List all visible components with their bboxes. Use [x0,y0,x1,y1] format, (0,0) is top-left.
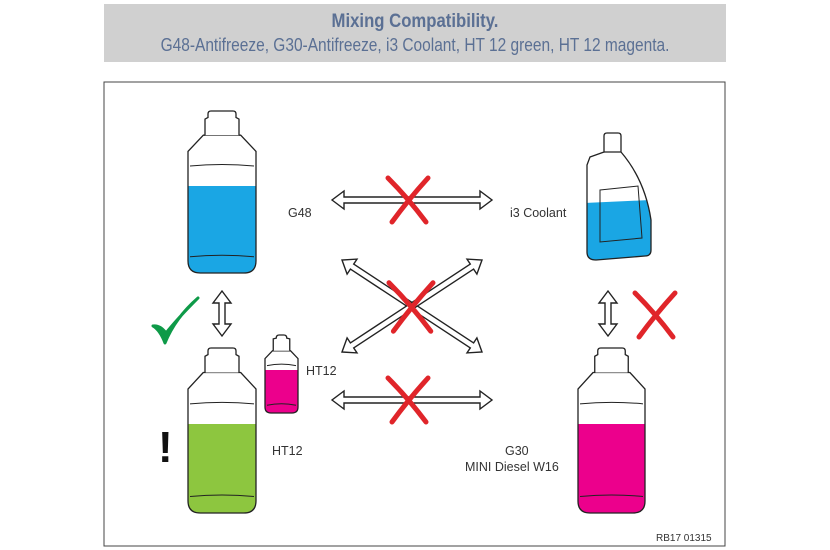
ht12-magenta-small-label-lines [266,363,297,406]
header-banner: Mixing Compatibility. G48-Antifreeze, G3… [104,4,726,62]
g48-label-lines [189,163,255,258]
cross-icon-g48-i3-stroke-b [389,175,431,225]
double-arrow-i3-g30 [597,289,619,338]
double-arrow-g48-ht12 [211,289,233,338]
ht12-magenta-small-bottle-outline [264,350,299,414]
g48-liquid [188,186,256,273]
g48-bottle-outline [187,134,257,274]
g30-cap [594,347,629,373]
label-i3-coolant: i3 Coolant [510,206,567,220]
i3-jug-outline [586,132,652,261]
ht12-green-liquid [188,424,256,513]
cross-icon-i3-g30-stroke-b [636,290,678,340]
reference-code: RB17 01315 [656,533,712,544]
ht12-green-label-lines [189,401,255,497]
header-subtitle: G48-Antifreeze, G30-Antifreeze, i3 Coola… [160,35,670,55]
i3-label-panel [599,185,643,243]
g48-cap [204,110,240,136]
diagram-frame [103,81,726,547]
ht12-green-cap [204,347,240,373]
exclamation-icon: ! [158,423,173,472]
ht12-magenta-small-cap [272,334,291,351]
label-mini-diesel: MINI Diesel W16 [465,460,559,474]
i3-liquid [587,200,651,260]
cross-icon-diagonal-stroke-b [390,280,436,334]
g30-label-lines [579,401,644,497]
header-title: Mixing Compatibility. [331,11,499,32]
ht12-green-bottle-outline [187,371,257,514]
ht12-magenta-small-liquid [265,370,298,413]
cross-icon-ht12-g30-stroke-b [389,375,431,425]
g30-bottle-outline [577,371,646,514]
label-ht12-small: HT12 [306,364,337,378]
label-g30: G30 [505,444,529,458]
label-g48: G48 [288,206,312,220]
checkmark-icon [151,296,200,345]
label-ht12: HT12 [272,444,303,458]
g30-liquid [578,424,645,513]
